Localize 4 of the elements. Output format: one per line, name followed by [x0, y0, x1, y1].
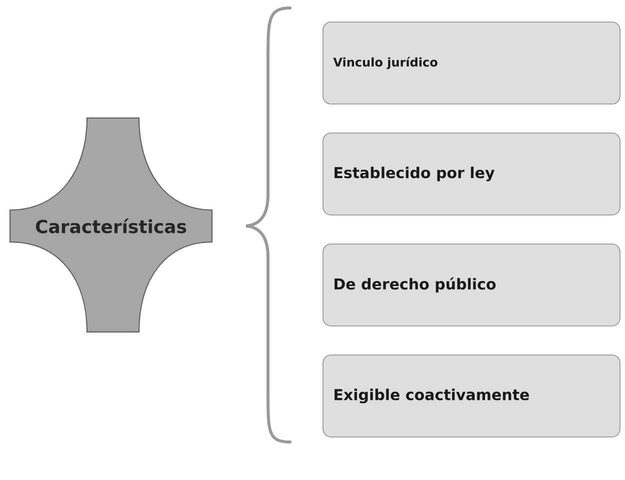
- text-box: De derecho público: [322, 244, 620, 326]
- text-box: Exigible coactivamente: [322, 354, 620, 438]
- text-box: Vinculo jurídico: [322, 22, 620, 104]
- text-box: Establecido por ley: [322, 132, 620, 216]
